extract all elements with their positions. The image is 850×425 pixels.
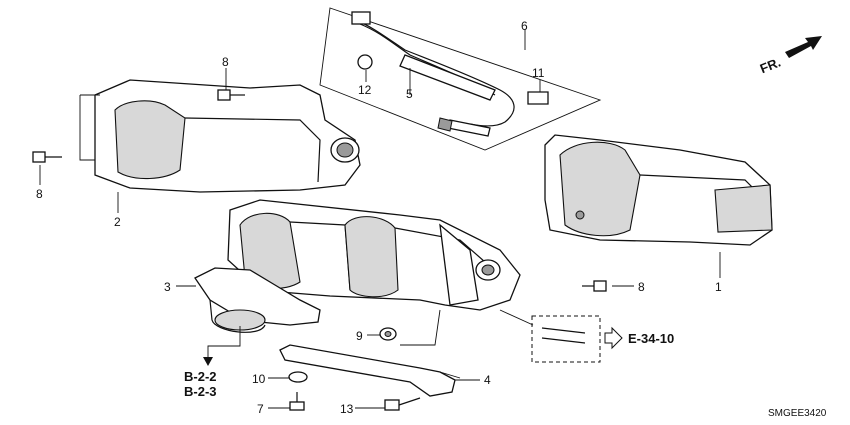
oxygen-sensor	[447, 119, 491, 137]
callout-9: 9	[356, 329, 363, 343]
callout-10: 10	[252, 372, 266, 386]
connector-icon	[351, 11, 371, 25]
bolt-7	[289, 392, 305, 411]
bolt-13	[384, 397, 421, 411]
callout-13: 13	[340, 402, 354, 416]
callout-8-left: 8	[36, 187, 43, 201]
manifold-flange-3	[194, 267, 321, 333]
clip-11	[527, 91, 549, 105]
callout-6: 6	[521, 19, 528, 33]
diagram-code: SMGEE3420	[768, 408, 827, 419]
callout-3: 3	[164, 280, 171, 294]
harness-bracket-5	[399, 54, 496, 101]
forward-direction-label: FR.	[758, 54, 783, 76]
converter-cover-1	[544, 134, 773, 246]
callout-4: 4	[484, 373, 491, 387]
nut-9	[379, 327, 397, 341]
callout-11: 11	[532, 66, 545, 80]
callout-7: 7	[257, 402, 264, 416]
callout-1: 1	[715, 280, 722, 294]
bolt-8-top	[217, 89, 245, 101]
ref-b-2-3[interactable]: B-2-3	[184, 384, 217, 399]
washer-10	[288, 371, 308, 383]
catalytic-converter-main	[227, 199, 521, 311]
bracket-4	[279, 344, 461, 397]
callout-2: 2	[114, 215, 121, 229]
callout-12: 12	[358, 83, 372, 97]
ref-b-2-2[interactable]: B-2-2	[184, 369, 217, 384]
callout-5: 5	[406, 87, 413, 101]
forward-arrow-icon	[785, 36, 822, 58]
down-arrow-icon	[203, 357, 213, 366]
sensor-harness-group	[319, 7, 602, 151]
stud-bolts	[531, 315, 601, 363]
callout-8-right: 8	[638, 280, 645, 294]
clip-12	[357, 54, 373, 70]
bolt-8-right	[582, 280, 607, 292]
ref-e-34-10[interactable]: E-34-10	[628, 331, 674, 346]
right-arrow-icon	[604, 326, 623, 350]
converter-cover-2	[79, 79, 361, 193]
leader-lines	[39, 30, 721, 409]
bolt-8-left	[32, 151, 62, 163]
callout-8-top: 8	[222, 55, 229, 69]
